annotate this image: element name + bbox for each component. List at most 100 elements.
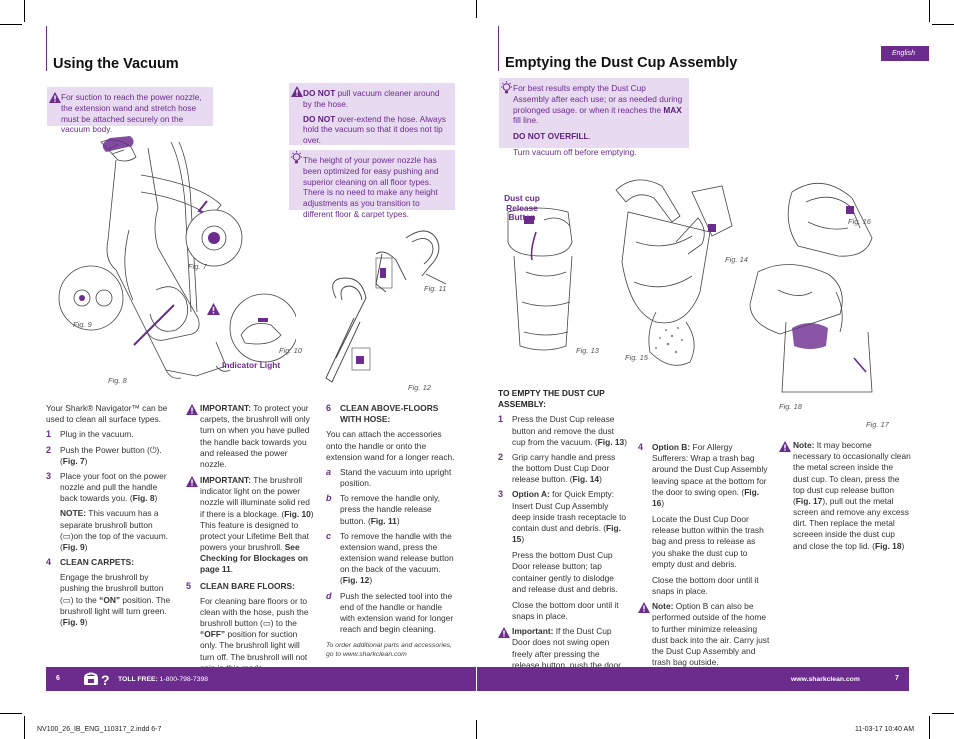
warning-text: pull vacuum cleaner around by the hose.	[303, 88, 440, 109]
bold-text: DO NOT OVERFILL	[513, 131, 589, 142]
crop-mark	[0, 24, 22, 25]
step-heading: CLEAN ABOVE-FLOORS WITH HOSE:	[340, 403, 439, 425]
fig-ref: Fig. 10	[284, 508, 311, 519]
fig-17-label: Fig. 17	[866, 420, 889, 429]
crop-mark	[24, 716, 25, 739]
warning-icon	[291, 86, 303, 97]
tip-text: Turn vacuum off before emptying.	[513, 146, 637, 157]
bold-text: DO NOT	[303, 88, 336, 98]
fig-ref: Fig. 12	[342, 575, 370, 586]
step-text: position. The brushroll light will turn …	[60, 594, 171, 627]
toll-free-label: TOLL FREE:	[118, 676, 158, 683]
warning-box-suction: For suction to reach the power nozzle, t…	[47, 87, 213, 134]
fig-12-label: Fig. 12	[408, 383, 431, 392]
crop-mark	[476, 0, 477, 18]
vacuum-upright-illustration	[58, 136, 296, 379]
fig-ref: Fig. 17	[795, 495, 823, 506]
page-title-right: Emptying the Dust Cup Assembly	[505, 55, 738, 71]
note-text: )on the top of the vacuum. (	[60, 530, 169, 552]
step-text: Press the Dust Cup release button and re…	[512, 414, 615, 447]
fig-13-label: Fig. 13	[576, 346, 599, 355]
important-text: The brushroll indicator light on the pow…	[200, 475, 310, 519]
fig-16-label: Fig. 16	[848, 217, 871, 226]
step-text: for Quick Empty: Insert Dust Cup Assembl…	[512, 489, 627, 533]
warning-icon	[207, 303, 220, 315]
fig-ref: Fig. 9	[62, 541, 85, 552]
left-column-2: IMPORTANT: To protect your carpets, the …	[186, 403, 316, 678]
warning-text: For suction to reach the power nozzle, t…	[61, 92, 202, 135]
step-text: For cleaning bare floors or to clean wit…	[200, 595, 309, 629]
step-text: Press the bottom Dust Cup Door release b…	[512, 550, 618, 594]
step-text: Push the selected tool into the end of t…	[340, 590, 454, 635]
note-text: It may become necessary to occasionally …	[793, 440, 911, 506]
step-text: Grip carry handle and press the bottom D…	[512, 451, 616, 485]
important-text: ) This feature is designed to protect yo…	[200, 508, 314, 553]
fig-7-label: Fig. 7	[188, 262, 207, 271]
tip-box-height: The height of your power nozzle has been…	[289, 150, 455, 219]
fig-ref: Fig. 18	[874, 540, 902, 551]
step-text: Place your foot on the power nozzle and …	[60, 470, 167, 504]
step-text: Stand the vacuum into upright position.	[340, 466, 452, 489]
print-slug-date: 11-03-17 10:40 AM	[855, 726, 915, 733]
fig-14-label: Fig. 14	[725, 255, 748, 264]
language-badge: English	[881, 46, 929, 61]
title-accent-bar	[46, 26, 47, 71]
bold-text: Important:	[512, 626, 554, 637]
step-text: To remove the handle with the extension …	[340, 530, 454, 586]
intro-text: Your Shark® Navigator™ can be used to cl…	[46, 403, 168, 425]
note-text: Option B can also be performed outside o…	[652, 601, 770, 668]
warning-icon	[498, 627, 510, 639]
warning-text: over-extend the hose. Always hold the va…	[303, 113, 446, 146]
step-text: ) to the	[70, 594, 100, 605]
svg-text:?: ?	[101, 672, 110, 686]
fig-11-label: Fig. 11	[424, 284, 447, 293]
intro-text: You can attach the accessories onto the …	[326, 429, 455, 462]
note-label: Note:	[652, 601, 674, 612]
warning-icon	[186, 404, 198, 415]
crop-mark	[0, 713, 22, 714]
dust-cup-illustrations	[507, 179, 873, 393]
step-heading: CLEAN BARE FLOORS:	[200, 580, 295, 591]
note-label: NOTE:	[60, 508, 87, 519]
page-number-right: 7	[895, 675, 899, 682]
step-text: ).	[156, 444, 162, 455]
important-text: To protect your carpets, the brushroll w…	[200, 403, 310, 469]
warning-box-hose: DO NOT pull vacuum cleaner around by the…	[289, 83, 455, 145]
crop-mark	[929, 716, 930, 739]
bold-text: “OFF”	[200, 629, 226, 640]
fig-15-label: Fig. 15	[625, 353, 648, 362]
section-heading: TO EMPTY THE DUST CUP ASSEMBLY:	[498, 388, 605, 410]
brushroll-icon: ▭	[62, 530, 71, 541]
crop-mark	[929, 0, 930, 22]
order-text: To order additional parts and accessorie…	[326, 642, 452, 650]
brushroll-icon: ▭	[62, 594, 71, 605]
print-slug-file: NV100_26_IB_ENG_110317_2.indd 6-7	[37, 726, 162, 733]
warning-icon	[186, 476, 198, 488]
crop-mark	[932, 24, 954, 25]
indicator-light-label: Indicator Light	[222, 360, 281, 370]
power-icon: ⏻	[149, 444, 157, 455]
step-text: Push the Power button (	[60, 444, 150, 455]
crop-mark	[24, 0, 25, 22]
option-label: Option A:	[512, 489, 550, 500]
option-label: Option B:	[652, 442, 691, 452]
warning-icon	[638, 602, 650, 614]
fig-ref: Fig. 14	[572, 474, 600, 485]
lightbulb-icon	[501, 81, 512, 94]
toll-free-number: 1-800-798-7398	[159, 676, 209, 683]
lightbulb-icon	[291, 151, 302, 164]
crop-mark	[476, 720, 477, 739]
step-text: To remove the handle only, press the han…	[340, 493, 440, 526]
step-heading: CLEAN CARPETS:	[60, 557, 134, 568]
note-label: Note:	[793, 440, 815, 450]
fig-ref: Fig. 16	[652, 486, 760, 508]
footer-left: 6 ? TOLL FREE: 1-800-798-7398	[46, 667, 476, 691]
step-text: Plug in the vacuum.	[60, 429, 134, 440]
tip-box-emptying: For best results empty the Dust Cup Asse…	[499, 78, 689, 157]
step-text: Engage the brushroll by pushing the brus…	[60, 572, 164, 605]
page-reference: See Checking for Blockages on page 11	[200, 542, 308, 575]
tip-text: The height of your power nozzle has been…	[303, 155, 439, 219]
crop-mark	[932, 713, 954, 714]
